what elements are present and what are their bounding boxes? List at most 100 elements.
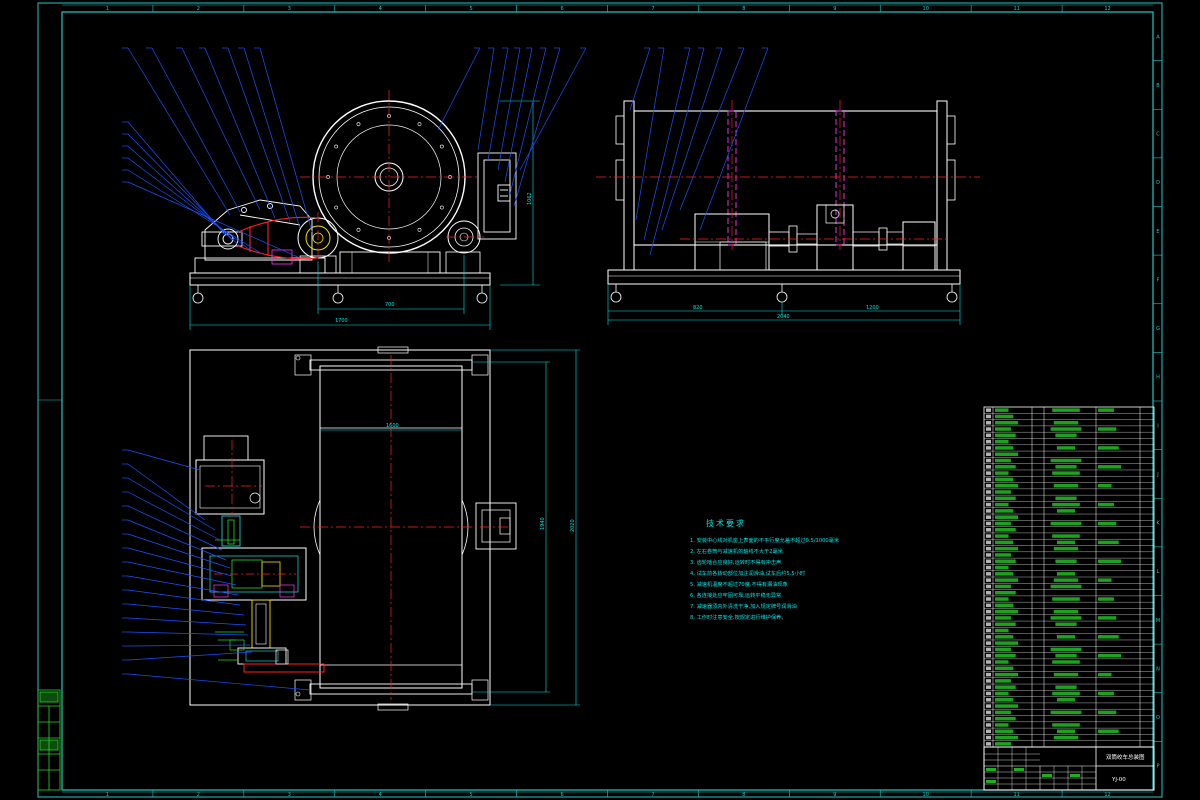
- leader-line: [127, 575, 239, 596]
- table-cell-mark: [1055, 685, 1077, 689]
- column-label-top: 11: [1013, 6, 1019, 12]
- table-cell-mark: [1050, 427, 1082, 431]
- column-label-bottom: 3: [288, 792, 291, 798]
- leader-line: [509, 47, 547, 195]
- leader-line: [437, 47, 481, 131]
- table-cell-mark: [995, 635, 1014, 639]
- leader-line: [643, 47, 691, 241]
- row-label: B: [1156, 83, 1160, 89]
- leader-line: [504, 47, 533, 183]
- leader-line: [127, 477, 216, 531]
- bolt-hole: [439, 144, 444, 149]
- table-cell-mark: [995, 666, 1014, 671]
- table-cell-mark: [995, 672, 1019, 677]
- front-view[interactable]: 1700 700 1062: [189, 90, 540, 330]
- svg-text:820: 820: [693, 305, 703, 311]
- note-line-5: 5. 减速机温度不超过70度,不得有漏油现象: [690, 580, 788, 588]
- table-cell-mark: [995, 622, 1016, 626]
- leader-line: [127, 157, 251, 251]
- table-cell-mark: [1052, 723, 1080, 727]
- table-cell-mark: [1053, 546, 1079, 551]
- column-label-top: 5: [470, 6, 473, 12]
- table-cell-mark: [1055, 433, 1077, 438]
- table-cell-mark: [995, 735, 1019, 740]
- table-cell-mark: [1053, 483, 1079, 488]
- row-label: H: [1156, 375, 1160, 381]
- table-cell-mark: [995, 685, 1016, 689]
- table-cell-mark: [995, 660, 1009, 664]
- leader-line: [127, 505, 223, 551]
- table-cell-mark: [1057, 698, 1075, 702]
- table-cell-mark: [1098, 729, 1119, 734]
- front-dimensions: [189, 100, 540, 330]
- table-cell-mark: [1052, 597, 1080, 601]
- note-line-4: 4. 试车前各转动部位加注润滑油,试车后约5.5小时: [690, 569, 805, 577]
- column-label-top: 12: [1104, 6, 1110, 12]
- table-cell-mark: [995, 584, 1011, 589]
- table-cell-mark: [995, 590, 1016, 595]
- leader-line: [127, 533, 231, 569]
- table-cell-mark: [1098, 483, 1112, 488]
- table-cell-mark: [1055, 496, 1077, 501]
- table-cell-mark: [995, 433, 1016, 438]
- table-cell-mark: [1055, 622, 1077, 626]
- table-cell-mark: [995, 546, 1019, 551]
- leader-line: [127, 603, 245, 616]
- table-cell-mark: [995, 420, 1019, 425]
- leader-line: [519, 47, 587, 171]
- row-label: J: [1156, 472, 1158, 478]
- leader-line: [127, 631, 249, 636]
- leader-line: [661, 47, 723, 231]
- table-cell-mark: [995, 691, 1009, 696]
- leader-line: [151, 47, 241, 213]
- table-cell-mark: [1053, 609, 1079, 614]
- table-cell-mark: [1050, 710, 1082, 715]
- brake-housing[interactable]: [477, 152, 517, 240]
- table-cell-mark: [995, 609, 1019, 614]
- svg-text:1600: 1600: [386, 423, 399, 429]
- svg-text:2040: 2040: [777, 314, 790, 320]
- drawing-number: YJ-00: [1111, 777, 1126, 783]
- note-line-7: 7. 减速器须内外清洗干净,加入规定牌号润滑油: [690, 602, 797, 610]
- column-label-top: 3: [288, 6, 291, 12]
- top-view[interactable]: 1600 2020 1940: [189, 346, 580, 711]
- leader-line: [629, 47, 651, 111]
- bolt-hole: [356, 227, 361, 232]
- bolt-hole: [417, 122, 422, 127]
- reducer-front[interactable]: [194, 199, 326, 274]
- leader-line: [127, 519, 227, 561]
- table-cell-mark: [995, 698, 1014, 702]
- table-cell-mark: [1098, 427, 1117, 431]
- table-cell-mark: [995, 723, 1009, 727]
- leader-line: [477, 47, 495, 151]
- right-pulley[interactable]: [445, 220, 481, 274]
- column-label-top: 10: [923, 6, 929, 12]
- table-cell-mark: [1098, 691, 1114, 696]
- table-cell-mark: [1098, 672, 1112, 677]
- table-cell-mark: [1098, 465, 1122, 469]
- svg-text:1940: 1940: [540, 517, 546, 530]
- table-cell-mark: [995, 528, 1016, 532]
- table-cell-mark: [1055, 559, 1077, 564]
- row-label: I: [1157, 423, 1158, 429]
- column-label-top: 4: [379, 6, 382, 12]
- table-cell-mark: [1052, 660, 1080, 664]
- parts-list-table[interactable]: [983, 406, 1155, 748]
- table-cell-mark: [995, 509, 1014, 513]
- table-cell-mark: [995, 502, 1009, 507]
- side-view[interactable]: 2040 820 1200: [596, 100, 980, 325]
- note-line-8: 8. 工作时注意安全,按规定进行维护保养。: [690, 613, 786, 621]
- table-cell-mark: [995, 439, 1009, 444]
- table-cell-mark: [995, 553, 1011, 557]
- table-cell-mark: [995, 628, 1009, 633]
- row-label: N: [1156, 666, 1160, 672]
- leader-line: [513, 47, 561, 207]
- table-cell-mark: [1098, 635, 1119, 639]
- note-line-1: 1. 安装中心线对机座上表面的不平行度允差不超过0.5/1000毫米: [690, 536, 840, 544]
- note-line-6: 6. 各连接处应牢固可靠,运转平稳无异常: [690, 591, 781, 599]
- table-cell-mark: [995, 414, 1014, 419]
- leader-line: [127, 561, 237, 586]
- title-block[interactable]: 双筒绞车总装图 YJ-00: [983, 746, 1155, 791]
